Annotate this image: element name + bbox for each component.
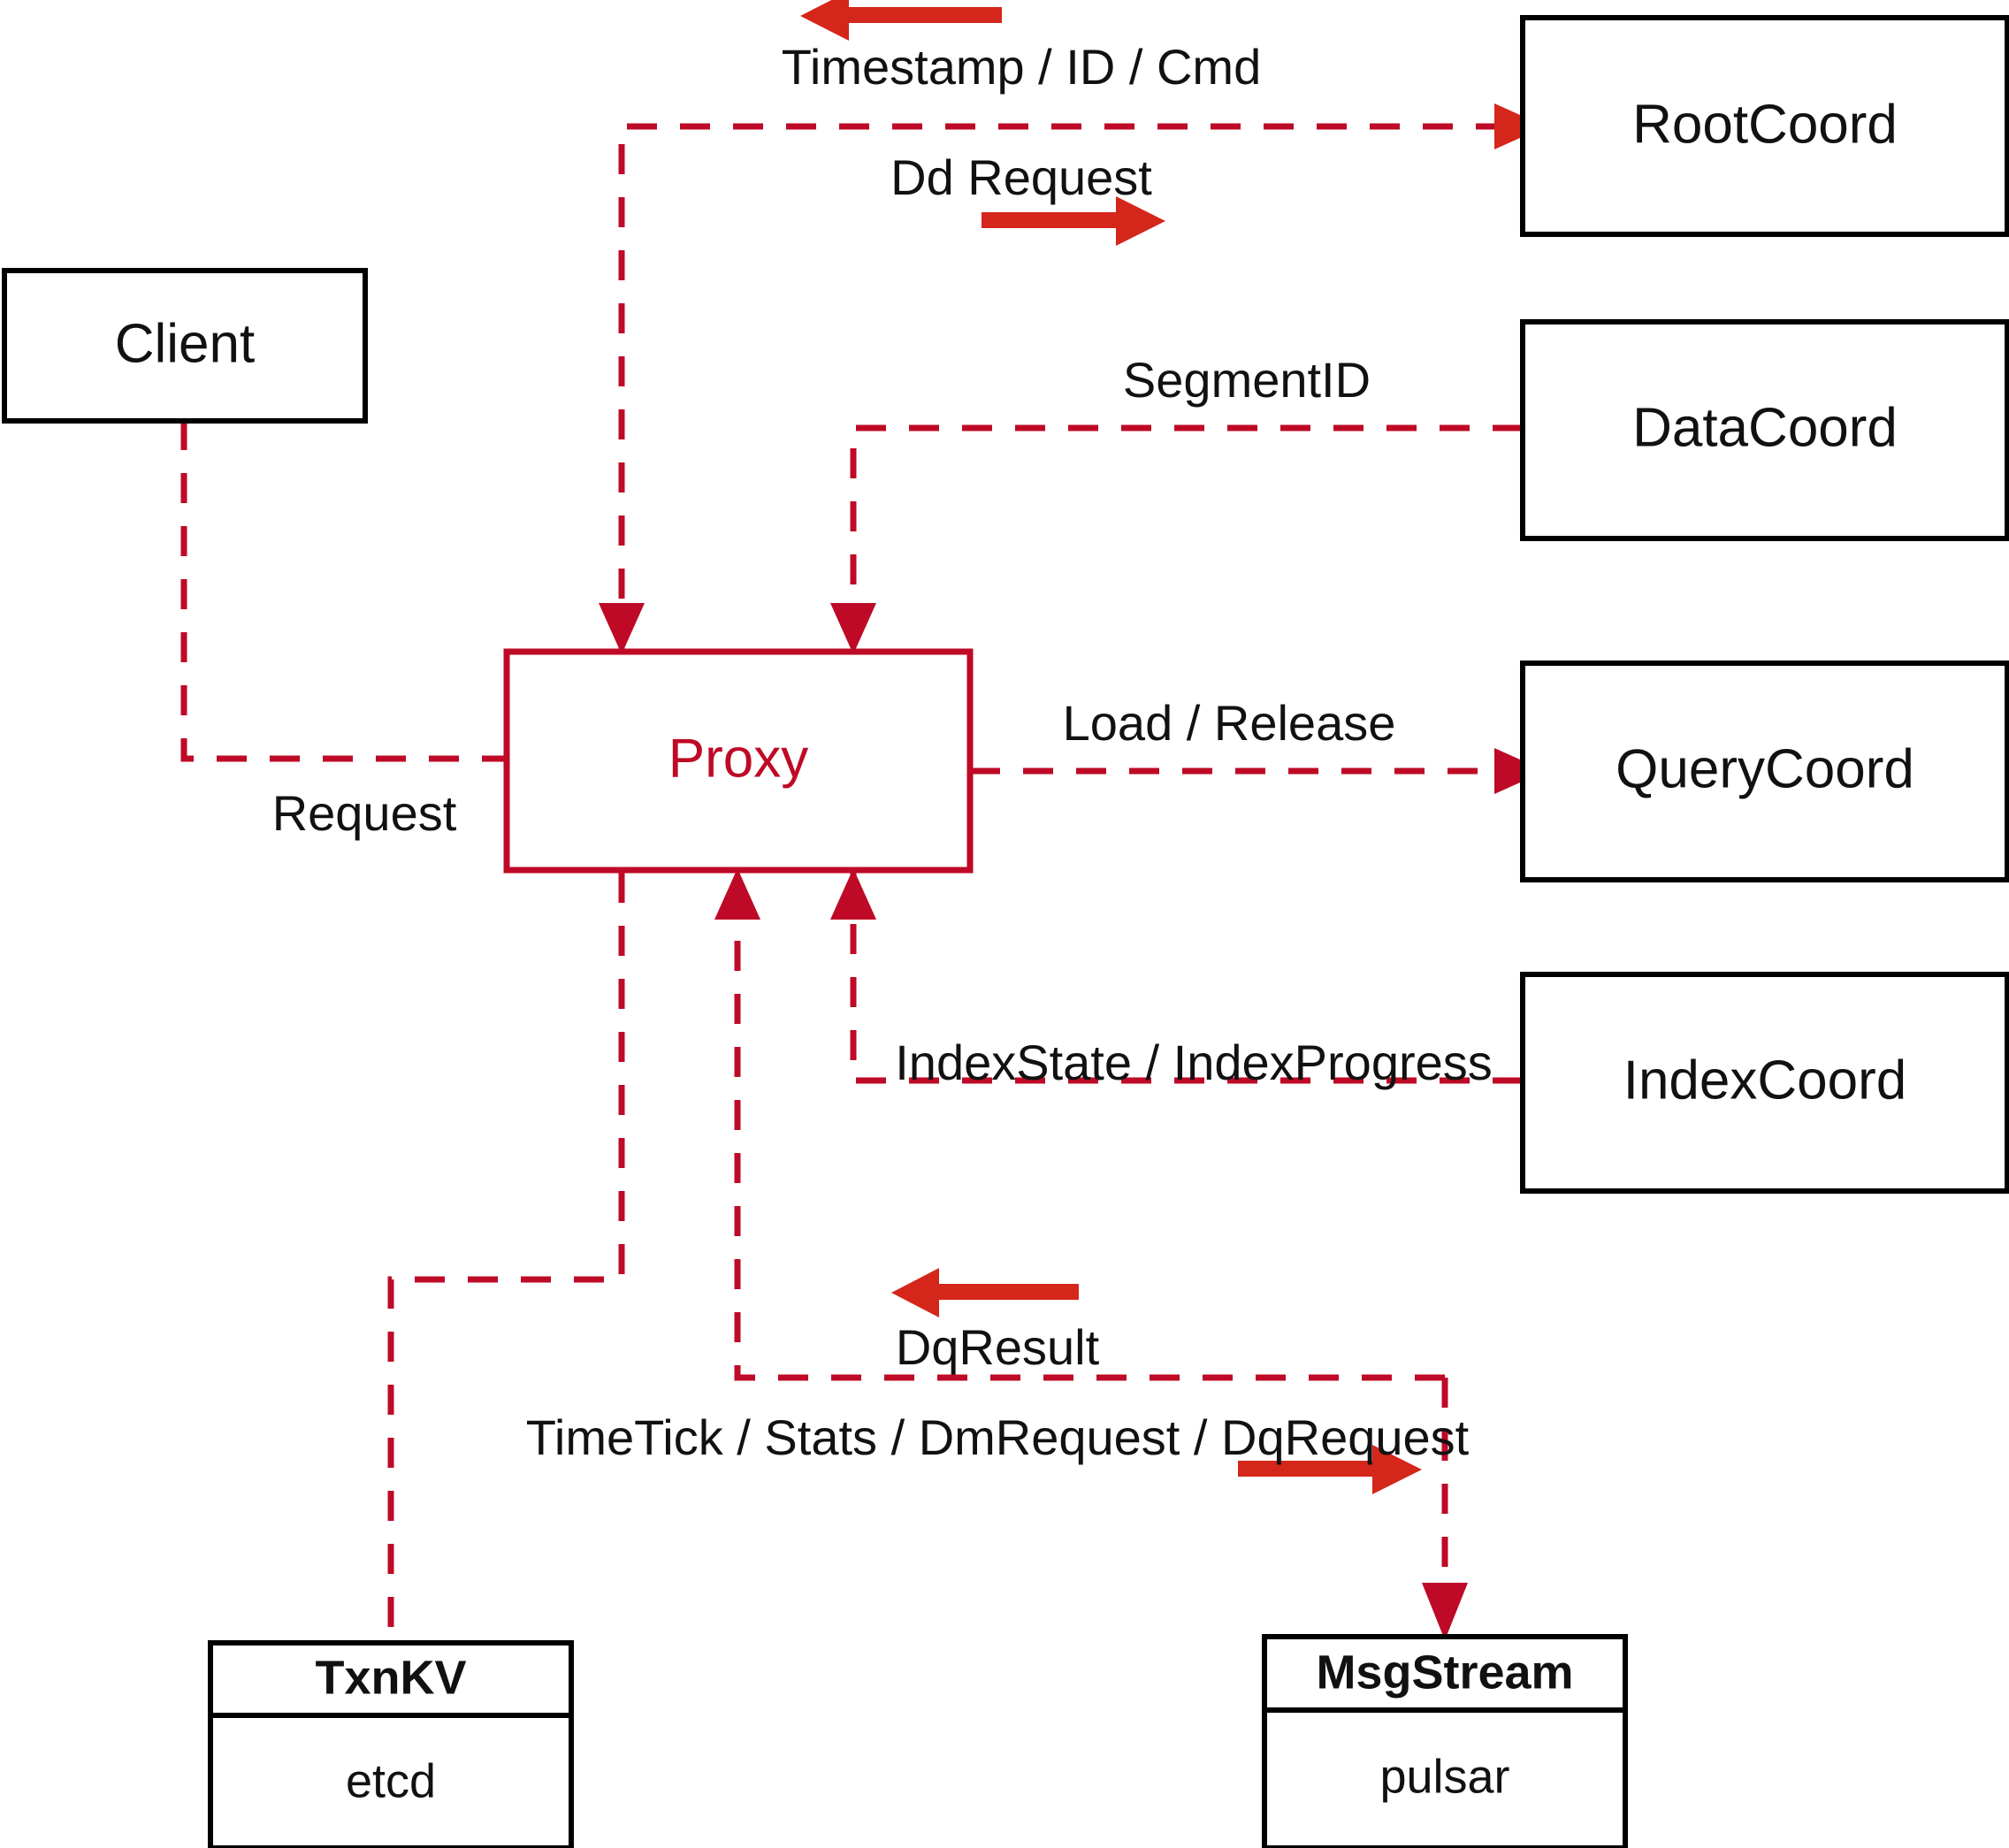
edge-segment-id — [830, 424, 1523, 654]
node-msgstream[interactable]: MsgStream pulsar — [1262, 1634, 1628, 1848]
direction-arrow-timestamp-left — [800, 0, 1002, 41]
node-index-coord-label: IndexCoord — [1623, 1050, 1907, 1111]
edge-dq-result — [714, 868, 1445, 1381]
node-client-label: Client — [115, 313, 256, 374]
edge-label-timestamp-id-cmd: Timestamp / ID / Cmd — [782, 39, 1261, 95]
edge-request — [180, 420, 558, 782]
node-proxy[interactable]: Proxy — [503, 648, 974, 874]
node-root-coord[interactable]: RootCoord — [1520, 15, 2009, 237]
edge-label-dq-result: DqResult — [896, 1319, 1100, 1375]
edge-txnkv-link — [387, 873, 625, 1643]
edge-load-release — [970, 748, 1546, 794]
edge-label-index-state: IndexState / IndexProgress — [895, 1035, 1493, 1090]
node-root-coord-label: RootCoord — [1632, 94, 1898, 155]
node-index-coord[interactable]: IndexCoord — [1520, 972, 2009, 1194]
node-query-coord-label: QueryCoord — [1616, 738, 1914, 799]
arrowhead-proxy-top-left — [599, 603, 645, 654]
node-query-coord[interactable]: QueryCoord — [1520, 661, 2009, 882]
direction-arrow-timetick-right — [1238, 1445, 1422, 1494]
edge-timetick-stats — [1422, 1378, 1468, 1640]
edge-index-state — [830, 868, 1523, 1084]
direction-arrow-dd-request-right — [982, 196, 1165, 246]
edge-label-request: Request — [272, 785, 457, 841]
node-data-coord-label: DataCoord — [1632, 397, 1898, 458]
direction-arrow-dqresult-left — [891, 1268, 1079, 1317]
edge-label-timetick-stats: TimeTick / Stats / DmRequest / DqRequest — [526, 1409, 1470, 1465]
node-txnkv-header: TxnKV — [315, 1651, 466, 1704]
node-proxy-label: Proxy — [668, 728, 808, 789]
node-msgstream-header: MsgStream — [1316, 1646, 1573, 1699]
node-txnkv[interactable]: TxnKV etcd — [208, 1640, 574, 1848]
node-client[interactable]: Client — [2, 268, 368, 424]
edge-label-dd-request: Dd Request — [890, 149, 1152, 205]
node-msgstream-impl: pulsar — [1379, 1750, 1509, 1803]
node-data-coord[interactable]: DataCoord — [1520, 319, 2009, 541]
edge-label-segment-id: SegmentID — [1123, 352, 1371, 408]
node-txnkv-impl: etcd — [346, 1754, 436, 1807]
edge-label-load-release: Load / Release — [1063, 695, 1396, 751]
